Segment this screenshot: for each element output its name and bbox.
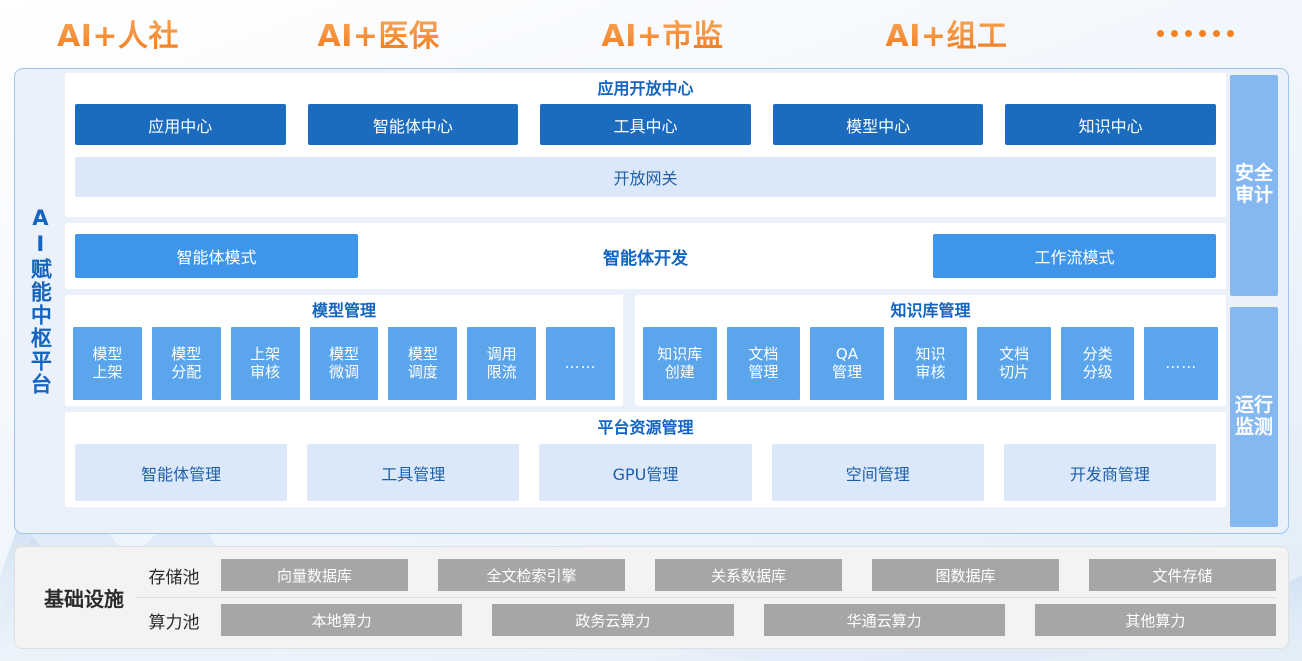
storage-box-relational-db[interactable]: 关系数据库 [655,559,842,591]
app-button-application-center[interactable]: 应用中心 [75,104,286,145]
resource-box-gpu-management[interactable]: GPU管理 [539,444,752,501]
app-button-tool-center[interactable]: 工具中心 [540,104,751,145]
chip-kb-more[interactable]: …… [1144,327,1219,400]
workflow-mode-button[interactable]: 工作流模式 [933,234,1216,278]
scene-titles-row: AI+人社 AI+医保 AI+市监 AI+组工 [0,0,1302,66]
platform-left-label-area: AI赋能中枢平台 [15,69,65,533]
resource-boxes-grid: 智能体管理 工具管理 GPU管理 空间管理 开发商管理 [75,444,1217,501]
agent-mode-button[interactable]: 智能体模式 [75,234,358,278]
storage-box-graph-db[interactable]: 图数据库 [872,559,1059,591]
resource-box-tool-management[interactable]: 工具管理 [307,444,520,501]
chip-document-management[interactable]: 文档管理 [726,327,801,400]
resource-box-agent-management[interactable]: 智能体管理 [75,444,288,501]
chip-model-allocation[interactable]: 模型分配 [151,327,221,400]
compute-box-government-cloud[interactable]: 政务云算力 [492,604,734,636]
model-management-chips: 模型上架 模型分配 上架审核 模型微调 模型调度 调用限流 [73,327,616,400]
open-gateway-bar[interactable]: 开放网关 [75,157,1216,197]
platform-name-vertical: AI赋能中枢平台 [28,206,53,396]
scene-title-4: AI+组工 [804,11,1089,55]
chip-model-listing[interactable]: 模型上架 [73,327,142,400]
application-open-center-title: 应用开放中心 [597,79,694,98]
agent-development-panel: 智能体模式 智能体开发 工作流模式 [65,223,1226,289]
storage-pool-label: 存储池 [148,567,200,588]
platform-right-sidebar: 安全审计 运行监测 [1226,69,1288,533]
infrastructure-divider [137,597,1276,598]
compute-pool-row: 算力池 本地算力 政务云算力 华通云算力 其他算力 [137,598,1276,642]
chip-call-throttling[interactable]: 调用限流 [467,327,537,400]
scene-title-2: AI+医保 [236,11,521,55]
chip-model-finetune[interactable]: 模型微调 [309,327,379,400]
infrastructure-label: 基础设施 [44,587,124,611]
compute-box-other[interactable]: 其他算力 [1034,604,1276,636]
application-open-center-panel: 应用开放中心 应用中心 智能体中心 工具中心 模型中心 知识中心 开放网关 [65,73,1226,217]
platform-resource-management-panel: 平台资源管理 智能体管理 工具管理 GPU管理 空间管理 开发商管理 [65,412,1226,507]
management-row: 模型管理 模型上架 模型分配 上架审核 模型微调 模型调度 [65,295,1226,406]
model-management-panel: 模型管理 模型上架 模型分配 上架审核 模型微调 模型调度 [65,295,623,406]
chip-listing-review[interactable]: 上架审核 [230,327,300,400]
infrastructure-rows: 存储池 向量数据库 全文检索引擎 关系数据库 图数据库 文件存储 算力池 本地算… [137,553,1276,642]
platform-resource-management-title: 平台资源管理 [597,418,694,437]
storage-pool-items: 向量数据库 全文检索引擎 关系数据库 图数据库 文件存储 [221,559,1276,591]
storage-box-vector-db[interactable]: 向量数据库 [221,559,408,591]
compute-box-huatong-cloud[interactable]: 华通云算力 [763,604,1005,636]
side-block-runtime-monitoring[interactable]: 运行监测 [1230,306,1278,527]
agent-development-title: 智能体开发 [603,248,688,269]
storage-box-file-storage[interactable]: 文件存储 [1089,559,1276,591]
compute-box-local[interactable]: 本地算力 [221,604,463,636]
scene-title-1: AI+人社 [0,11,236,55]
knowledge-base-management-title: 知识库管理 [890,301,971,320]
scene-more [1089,29,1302,37]
app-button-knowledge-center[interactable]: 知识中心 [1005,104,1216,145]
scene-title-3: AI+市监 [521,11,804,55]
side-block-security-audit[interactable]: 安全审计 [1230,75,1278,296]
resource-box-space-management[interactable]: 空间管理 [771,444,984,501]
infrastructure-panel: 基础设施 存储池 向量数据库 全文检索引擎 关系数据库 图数据库 文件存储 算力… [14,546,1289,649]
storage-box-fulltext-search[interactable]: 全文检索引擎 [438,559,625,591]
platform-panel: AI赋能中枢平台 应用开放中心 应用中心 智能体中心 工具中心 模型中心 知识中… [14,68,1289,534]
model-management-title: 模型管理 [311,301,376,320]
chip-model-scheduling[interactable]: 模型调度 [388,327,458,400]
compute-pool-label: 算力池 [148,612,200,633]
application-buttons-grid: 应用中心 智能体中心 工具中心 模型中心 知识中心 [75,104,1216,145]
chip-document-chunking[interactable]: 文档切片 [977,327,1051,400]
chip-knowledge-review[interactable]: 知识审核 [893,327,968,400]
platform-center-stack: 应用开放中心 应用中心 智能体中心 工具中心 模型中心 知识中心 开放网关 智能… [65,69,1226,533]
storage-pool-row: 存储池 向量数据库 全文检索引擎 关系数据库 图数据库 文件存储 [137,553,1276,597]
chip-kb-create[interactable]: 知识库创建 [643,327,717,400]
app-button-model-center[interactable]: 模型中心 [772,104,984,145]
chip-classification-grading[interactable]: 分类分级 [1060,327,1135,400]
ellipsis-icon [1089,29,1302,37]
chip-model-more[interactable]: …… [546,327,616,400]
resource-box-developer-management[interactable]: 开发商管理 [1003,444,1217,501]
compute-pool-items: 本地算力 政务云算力 华通云算力 其他算力 [221,604,1276,636]
app-button-agent-center[interactable]: 智能体中心 [307,104,519,145]
